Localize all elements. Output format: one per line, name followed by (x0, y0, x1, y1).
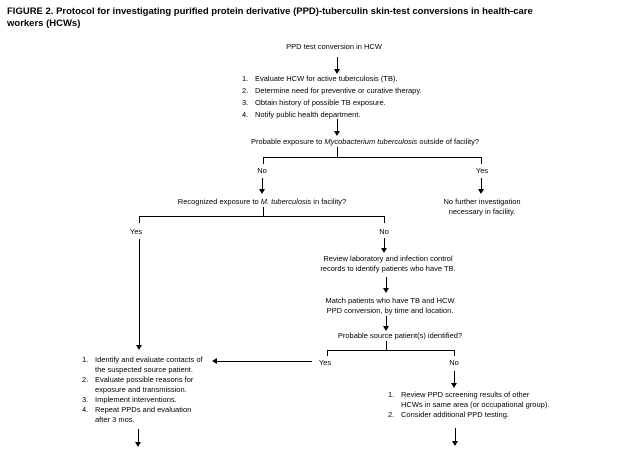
connector-no-to-review-records (384, 238, 385, 248)
branch3-right-tick (454, 350, 455, 356)
arrowhead-down-icon (451, 383, 457, 388)
branch3-yes-label: Yes (318, 358, 332, 367)
node-ppd-test-conversion: PPD test conversion in HCW (286, 42, 382, 51)
branch2-yes-label: Yes (129, 227, 143, 236)
question-text: Probable exposure to (250, 137, 325, 146)
connector-match-to-source-question (386, 316, 387, 326)
branch1-left-tick (263, 157, 264, 164)
arrowhead-left-icon (212, 358, 217, 364)
list-item-text: Implement interventions. (95, 395, 177, 404)
list-item-text: Notify public health department. (255, 110, 361, 119)
connector-initial-actions-to-question (337, 119, 338, 131)
arrowhead-down-icon (135, 442, 141, 447)
branch2-horizontal-line (139, 216, 385, 217)
branch3-no-label: No (449, 358, 459, 367)
arrowhead-down-icon (334, 69, 340, 74)
connector-yes-to-contacts-list-horizontal (217, 361, 312, 362)
list-item-number: 2. (242, 86, 249, 95)
list-source-identified-actions: 1. Identify and evaluate contacts of the … (82, 355, 217, 425)
connector-review-to-match (386, 277, 387, 288)
branch1-horizontal-line (263, 157, 482, 158)
connector-no-to-screening-list (454, 371, 455, 383)
list-item-text: Determine need for preventive or curativ… (255, 86, 422, 95)
arrowhead-down-icon (383, 326, 389, 331)
arrowhead-down-icon (334, 131, 340, 136)
question-text: in facility? (311, 197, 347, 206)
question-text: Recognized exposure to (177, 197, 261, 206)
list-item: 1. Evaluate HCW for active tuberculosis (… (242, 73, 452, 85)
branch3-stub (386, 341, 387, 350)
list-item: 1. Identify and evaluate contacts of the … (82, 355, 217, 375)
arrowhead-down-icon (452, 441, 458, 446)
arrowhead-down-icon (381, 248, 387, 253)
connector-root-to-initial-actions (337, 57, 338, 69)
list-item-number: 1. (388, 390, 395, 399)
list-item: 2. Determine need for preventive or curat… (242, 85, 452, 97)
list-item-number: 4. (82, 405, 89, 414)
branch2-stub (263, 207, 264, 216)
list-item-number: 3. (82, 395, 89, 404)
question-italic-species: M. tuberculosis (260, 197, 312, 206)
connector-screening-list-continuation (455, 428, 456, 441)
connector-yes-to-no-further (481, 178, 482, 189)
list-item-number: 1. (242, 74, 249, 83)
arrowhead-down-icon (383, 288, 389, 293)
list-item-text: Evaluate possible reasons for exposure a… (95, 375, 194, 394)
question-outside-exposure: Probable exposure to Mycobacterium tuber… (215, 137, 515, 147)
list-item-number: 2. (388, 410, 395, 419)
connector-no-to-facility-question (262, 178, 263, 189)
list-item-number: 4. (242, 110, 249, 119)
list-item-text: Identify and evaluate contacts of the su… (95, 355, 203, 374)
list-item: 1. Review PPD screening results of other … (388, 390, 558, 410)
list-item: 3. Implement interventions. (82, 395, 217, 405)
list-item: 2. Consider additional PPD testing. (388, 410, 558, 420)
question-facility-exposure: Recognized exposure to M. tuberculosis i… (112, 197, 412, 207)
list-item-text: Obtain history of possible TB exposure. (255, 98, 386, 107)
list-item-text: Review PPD screening results of other HC… (401, 390, 550, 409)
list-item-number: 1. (82, 355, 89, 364)
list-item: 4. Notify public health department. (242, 109, 452, 121)
branch2-left-tick (139, 216, 140, 223)
connector-contacts-list-continuation (138, 429, 139, 442)
question-source-identified: Probable source patient(s) identified? (337, 331, 463, 340)
branch2-no-label: No (379, 227, 389, 236)
list-item: 4. Repeat PPDs and evaluation after 3 mos… (82, 405, 217, 425)
list-item: 2. Evaluate possible reasons for exposure… (82, 375, 217, 395)
question-italic-species: Mycobacterium tuberculosis (324, 137, 418, 146)
connector-yes-to-contacts-list (139, 239, 140, 345)
list-initial-actions: 1. Evaluate HCW for active tuberculosis (… (242, 73, 452, 121)
node-review-records: Review laboratory and infection control … (320, 254, 456, 273)
branch1-stub (337, 147, 338, 157)
branch2-right-tick (384, 216, 385, 223)
figure-title: FIGURE 2. Protocol for investigating pur… (7, 6, 533, 29)
arrowhead-down-icon (478, 189, 484, 194)
arrowhead-down-icon (136, 345, 142, 350)
list-item-number: 3. (242, 98, 249, 107)
list-source-not-identified-actions: 1. Review PPD screening results of other … (388, 390, 558, 420)
branch1-yes-label: Yes (475, 166, 489, 175)
branch1-right-tick (481, 157, 482, 164)
list-item-text: Repeat PPDs and evaluation after 3 mos. (95, 405, 192, 424)
node-no-further-investigation: No further investigation necessary in fa… (443, 197, 521, 216)
branch3-left-tick (327, 350, 328, 356)
list-item-number: 2. (82, 375, 89, 384)
list-item-text: Evaluate HCW for active tuberculosis (TB… (255, 74, 398, 83)
node-match-patients: Match patients who have TB and HCW PPD c… (325, 296, 455, 315)
arrowhead-down-icon (259, 189, 265, 194)
branch1-no-label: No (257, 166, 267, 175)
list-item-text: Consider additional PPD testing. (401, 410, 509, 419)
branch3-horizontal-line (327, 350, 455, 351)
question-text: outside of facility? (417, 137, 480, 146)
list-item: 3. Obtain history of possible TB exposure… (242, 97, 452, 109)
